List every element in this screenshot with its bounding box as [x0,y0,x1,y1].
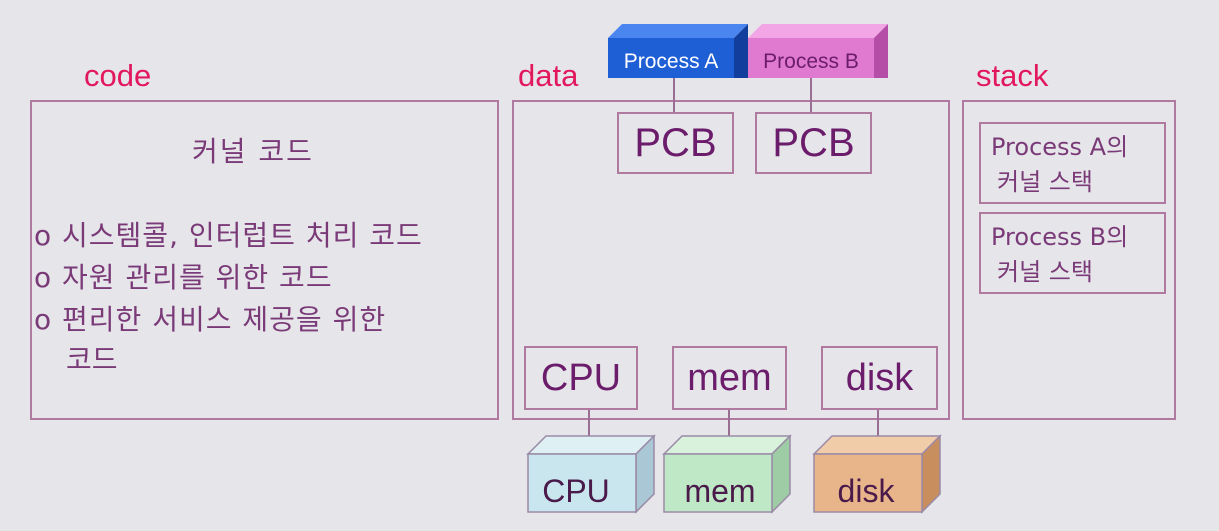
connector-disk [877,410,879,436]
connector-cpu [588,410,590,436]
process-b-label: Process B [763,50,859,73]
connector-process-b-pcb [810,76,812,112]
process-a-block: Process A [608,24,748,78]
mem-hardware-label: mem [684,473,755,509]
kernel-code-title: 커널 코드 [192,135,314,168]
bullet-convenient-service-continuation: 코드 [66,343,118,376]
cpu-hardware-block: CPU [526,434,656,514]
process-a-kernel-stack: Process A의 커널 스택 [979,122,1166,204]
data-section-title: data [518,58,579,93]
disk-hardware-label: disk [838,473,896,509]
stack-section-title: stack [976,58,1049,93]
data-panel [512,100,950,420]
pcb-box-right: PCB [755,112,872,174]
cpu-hardware-label: CPU [542,473,610,509]
process-a-kernel-stack-line1: Process A의 [991,133,1129,161]
process-b-kernel-stack-line2: 커널 스택 [997,257,1093,286]
process-b-block: Process B [748,24,888,78]
bullet-syscall-interrupt: o 시스템콜, 인터럽트 처리 코드 [34,219,423,252]
mem-descriptor-box: mem [672,346,787,410]
process-b-kernel-stack: Process B의 커널 스택 [979,212,1166,294]
process-a-label: Process A [624,50,719,73]
connector-mem [728,410,730,436]
bullet-convenient-service: o 편리한 서비스 제공을 위한 [34,303,387,336]
code-panel [30,100,499,420]
code-section-title: code [84,58,152,93]
bullet-resource-management: o 자원 관리를 위한 코드 [34,261,333,294]
pcb-box-left: PCB [617,112,734,174]
mem-hardware-block: mem [662,434,792,514]
cpu-descriptor-box: CPU [524,346,638,410]
connector-process-a-pcb [673,76,675,112]
process-b-kernel-stack-line1: Process B의 [991,223,1129,251]
disk-descriptor-box: disk [821,346,938,410]
process-a-kernel-stack-line2: 커널 스택 [997,167,1093,196]
disk-hardware-block: disk [812,434,942,514]
stack-panel [962,100,1176,420]
